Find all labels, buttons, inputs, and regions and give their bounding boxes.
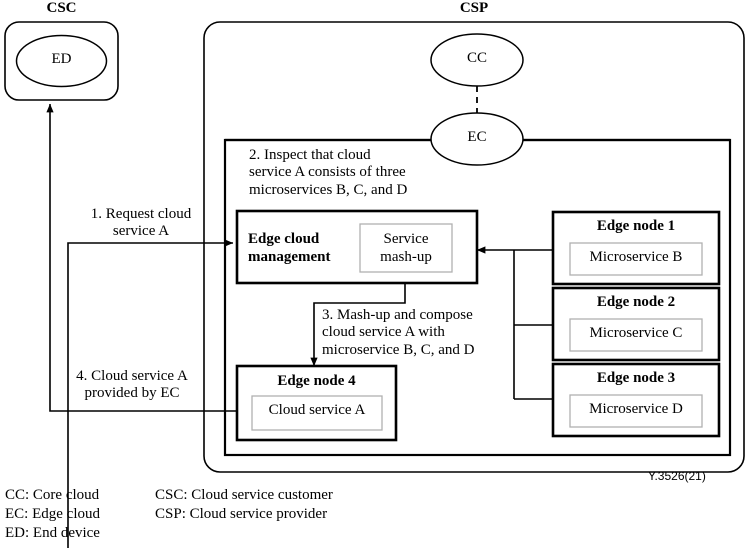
edge-cloud-management-title: Edge cloud management bbox=[248, 230, 358, 266]
csp-title: CSP bbox=[459, 0, 489, 16]
legend-item-csp: CSP: Cloud service provider bbox=[155, 506, 328, 523]
edge-cloud-label: EC bbox=[467, 129, 487, 145]
step4-label: 4. Cloud service A provided by EC bbox=[57, 368, 207, 403]
management-title-line2: management bbox=[248, 249, 331, 265]
legend-column-1: CC: Core cloud EC: Edge cloud ED: End de… bbox=[5, 486, 150, 544]
step1-label: 1. Request cloud service A bbox=[75, 206, 207, 241]
step3-line3: microservice B, C, and D bbox=[322, 341, 475, 358]
step4-line1: 4. Cloud service A bbox=[76, 368, 188, 384]
edge-node-2-service-label: Microservice C bbox=[589, 325, 683, 341]
legend-item-ed: ED: End device bbox=[5, 525, 100, 542]
edge-node-4-title: Edge node 4 bbox=[277, 373, 356, 389]
edge-node-3-title: Edge node 3 bbox=[596, 370, 676, 386]
step3-line2: cloud service A with bbox=[322, 324, 445, 341]
edge-node-4-service-label: Cloud service A bbox=[268, 402, 366, 418]
step2-line3: microservices B, C, and D bbox=[249, 181, 408, 198]
service-mashup-line1: Service bbox=[383, 231, 429, 247]
legend-item-cc: CC: Core cloud bbox=[5, 487, 100, 503]
figure-reference: Y.3526(21) bbox=[648, 469, 706, 483]
end-device-label: ED bbox=[51, 51, 72, 67]
step2-line1: 2. Inspect that cloud bbox=[249, 147, 371, 163]
legend-item-csc: CSC: Cloud service customer bbox=[155, 487, 333, 503]
edge-node-2-title: Edge node 2 bbox=[596, 294, 676, 310]
step3-label: 3. Mash-up and compose cloud service A w… bbox=[322, 307, 512, 359]
edge-node-1-service-label: Microservice B bbox=[589, 249, 683, 265]
step4-arrow bbox=[46, 103, 237, 412]
core-cloud-label: CC bbox=[466, 50, 487, 66]
step2-label: 2. Inspect that cloud service A consists… bbox=[249, 147, 494, 199]
legend-column-2: CSC: Cloud service customer CSP: Cloud s… bbox=[155, 486, 415, 524]
step2-line2: service A consists of three bbox=[249, 164, 406, 181]
step1-line1: 1. Request cloud bbox=[90, 206, 192, 222]
service-mashup-line2: mash-up bbox=[380, 249, 432, 266]
management-title-line1: Edge cloud bbox=[248, 231, 320, 247]
legend-item-ec: EC: Edge cloud bbox=[5, 506, 100, 523]
step3-line1: 3. Mash-up and compose bbox=[322, 307, 473, 323]
edge-node-3-service-label: Microservice D bbox=[589, 401, 683, 417]
edge-node-1-title: Edge node 1 bbox=[596, 218, 676, 234]
csc-title: CSC bbox=[46, 0, 77, 16]
step4-line2: provided by EC bbox=[84, 385, 180, 402]
step1-line2: service A bbox=[112, 223, 170, 240]
service-mashup-label: Service mash-up bbox=[360, 230, 452, 267]
